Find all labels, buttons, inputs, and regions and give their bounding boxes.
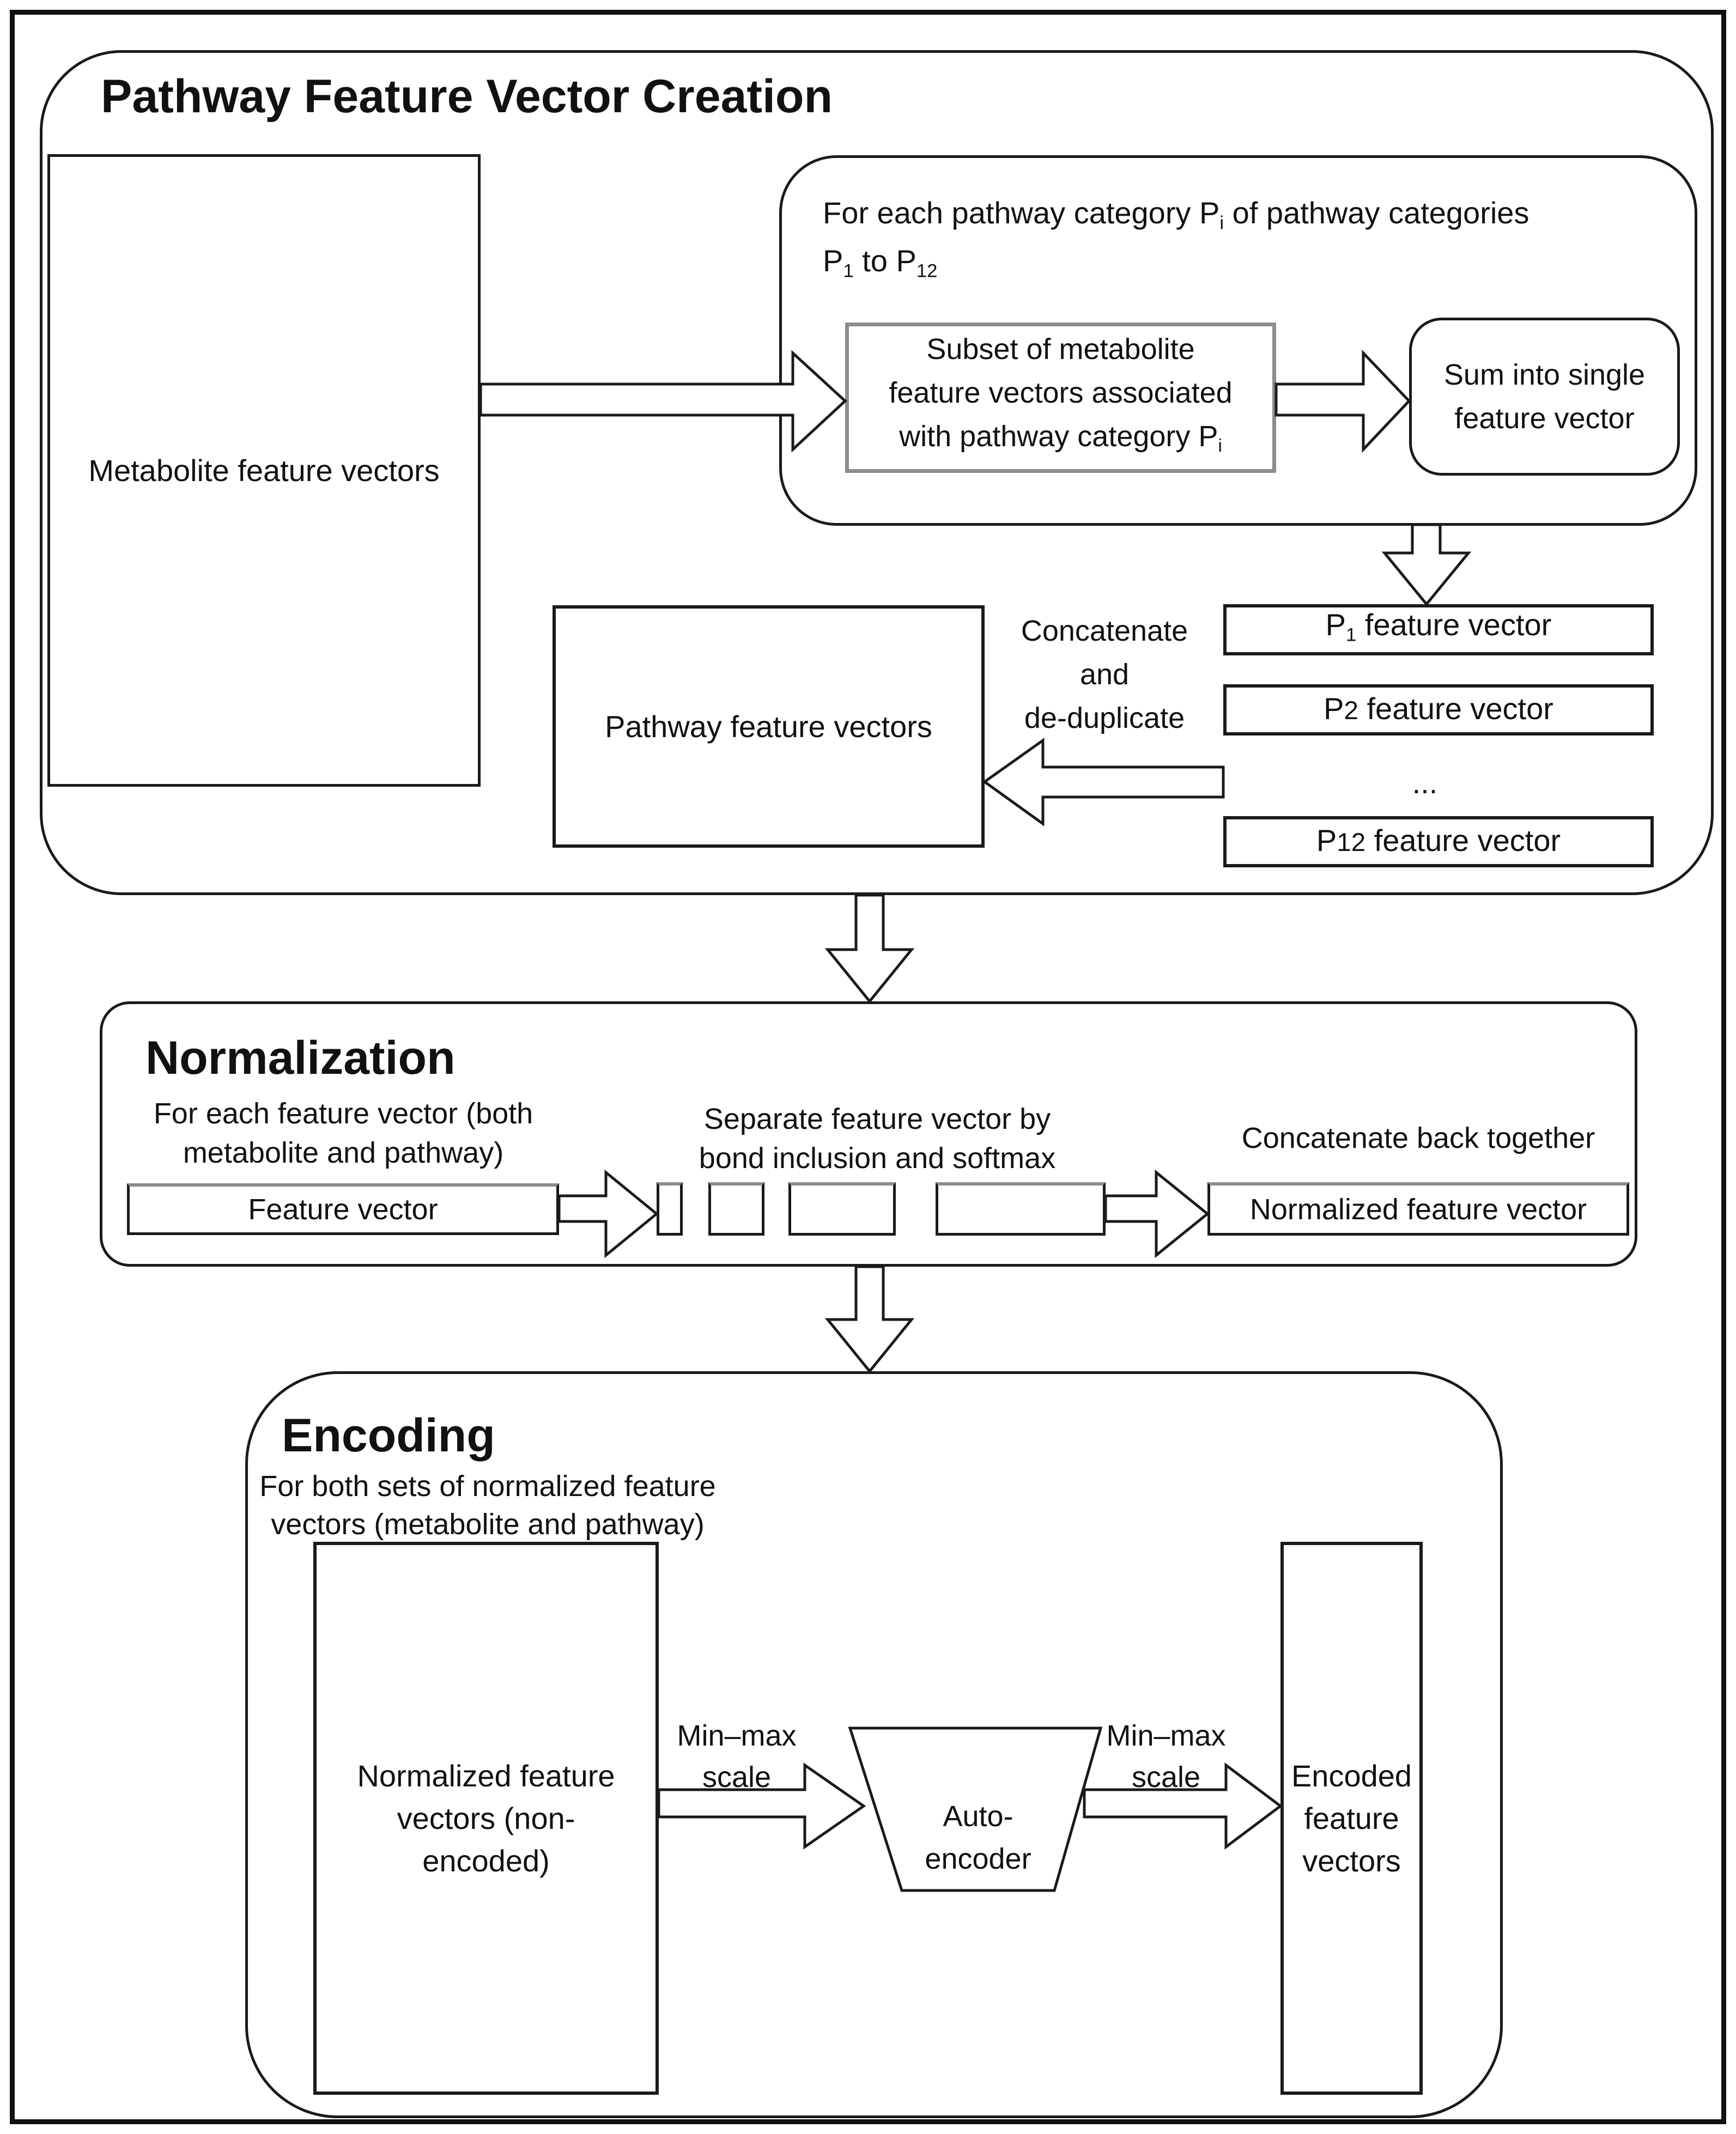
input-box-line2: vectors (non-	[397, 1801, 575, 1835]
arrow-autoencoder-to-output-icon	[1083, 1762, 1283, 1850]
encoded-vectors-output-box: Encoded feature vectors	[1280, 1542, 1423, 2095]
loop-header-line2: P1 to P12	[823, 240, 937, 292]
autoencoder-line1: Auto-	[943, 1800, 1013, 1833]
autoencoder-trapezoid	[848, 1726, 1103, 1892]
loop-header-line1: For each pathway category Pi of pathway …	[823, 192, 1529, 244]
normalization-right-header: Concatenate back together	[1241, 1122, 1595, 1154]
subset-line3-sub: i	[1218, 436, 1222, 457]
segment-box-1	[657, 1182, 683, 1236]
segment-box-2	[708, 1182, 764, 1236]
normalization-section-title: Normalization	[145, 1032, 456, 1084]
arrow-input-to-autoencoder-icon	[657, 1762, 866, 1850]
encoding-header-line2: vectors (metabolite and pathway)	[271, 1508, 705, 1541]
concatenate-deduplicate-label: Concatenate and de-duplicate	[990, 609, 1219, 740]
loop-header-line1-sub: i	[1219, 212, 1224, 234]
subset-line1: Subset of metabolite	[926, 332, 1195, 366]
loop-header-line2-sub1: 1	[843, 260, 854, 282]
minmax-scale-right-label: Min–max scale	[1073, 1715, 1259, 1798]
concat-line1: Concatenate	[1021, 615, 1188, 647]
p1-rest: feature vector	[1356, 607, 1552, 642]
loop-header-line1-post: of pathway categories	[1224, 196, 1529, 230]
sum-line2: feature vector	[1454, 402, 1635, 435]
p2-feature-vector-label: P2 feature vector	[1324, 688, 1553, 732]
metabolite-feature-vectors-box: Metabolite feature vectors	[47, 154, 481, 787]
p12-feature-vector-box: P12 feature vector	[1223, 816, 1654, 867]
sum-line1: Sum into single	[1443, 358, 1646, 391]
loop-header-line2-p: P	[823, 244, 843, 278]
sum-box: Sum into single feature vector	[1409, 318, 1680, 476]
concat-line3: de-duplicate	[1024, 702, 1185, 734]
normalized-feature-vector-box: Normalized feature vector	[1207, 1182, 1629, 1236]
p12-rest: feature vector	[1365, 823, 1561, 858]
loop-header-line2-sub2: 12	[916, 260, 938, 282]
segment-box-4	[936, 1182, 1106, 1236]
p-boxes-ellipsis: ...	[1412, 765, 1438, 800]
autoencoder-line2: encoder	[925, 1843, 1031, 1875]
p1-p: P	[1325, 607, 1346, 642]
minmax-right-line1: Min–max	[1106, 1719, 1226, 1752]
normalized-feature-vector-label: Normalized feature vector	[1249, 1193, 1587, 1226]
metabolite-feature-vectors-label: Metabolite feature vectors	[88, 453, 440, 488]
p2-num: 2	[1344, 696, 1358, 725]
normalization-left-header: For each feature vector (both metabolite…	[125, 1094, 561, 1172]
subset-line3: with pathway category Pi	[899, 415, 1222, 468]
normalization-middle-header: Separate feature vector by bond inclusio…	[632, 1099, 1122, 1178]
autoencoder-label: Auto- encoder	[896, 1795, 1060, 1880]
arrow-loop-down-icon	[1381, 523, 1472, 606]
encoding-header-line1: For both sets of normalized feature	[259, 1470, 716, 1503]
feature-vector-box: Feature vector	[127, 1183, 559, 1235]
p2-rest: feature vector	[1358, 691, 1553, 726]
p1-sub: 1	[1346, 624, 1357, 646]
output-box-line2: feature	[1304, 1801, 1399, 1835]
segment-box-3	[788, 1182, 896, 1236]
arrow-subset-to-sum-icon	[1274, 349, 1411, 453]
p12-num: 12	[1337, 828, 1366, 857]
minmax-right-line2: scale	[1131, 1761, 1201, 1793]
minmax-scale-left-label: Min–max scale	[644, 1715, 829, 1798]
arrow-metabolite-to-subset-icon	[479, 350, 847, 453]
p12-feature-vector-label: P12 feature vector	[1316, 819, 1561, 864]
p12-p: P	[1316, 823, 1337, 858]
encoding-header: For both sets of normalized feature vect…	[245, 1467, 730, 1543]
feature-vector-label: Feature vector	[248, 1193, 438, 1226]
pathway-feature-vectors-label: Pathway feature vectors	[605, 709, 932, 744]
figure-border	[10, 10, 1726, 2124]
p2-p: P	[1324, 691, 1344, 726]
encoding-section-title: Encoding	[282, 1409, 495, 1462]
norm-left-header-line1: For each feature vector (both	[153, 1097, 533, 1130]
concat-line2: and	[1079, 658, 1130, 691]
subset-box: Subset of metabolite feature vectors ass…	[845, 323, 1276, 473]
pathway-section-title: Pathway Feature Vector Creation	[101, 70, 833, 123]
input-box-line3: encoded)	[422, 1843, 550, 1878]
arrow-feature-vector-right-icon	[557, 1169, 659, 1258]
loop-header-line1-pre: For each pathway category P	[823, 196, 1220, 230]
norm-middle-header-line2: bond inclusion and softmax	[699, 1142, 1056, 1175]
normalized-vectors-input-box: Normalized feature vectors (non- encoded…	[313, 1542, 659, 2095]
loop-header-line2-mid: to P	[853, 244, 916, 278]
subset-line2: feature vectors associated	[889, 376, 1233, 409]
pathway-feature-vectors-box: Pathway feature vectors	[553, 605, 985, 848]
output-box-line3: vectors	[1302, 1843, 1401, 1878]
norm-left-header-line2: metabolite and pathway)	[183, 1136, 504, 1169]
arrow-pboxes-to-pathway-left-icon	[982, 738, 1225, 826]
output-box-line1: Encoded	[1291, 1758, 1412, 1793]
minmax-left-line1: Min–max	[677, 1719, 797, 1752]
minmax-left-line2: scale	[702, 1761, 772, 1793]
arrow-segments-right-icon	[1104, 1169, 1210, 1258]
input-box-line1: Normalized feature	[357, 1758, 615, 1793]
arrow-section1-down-icon	[824, 893, 915, 1004]
p2-feature-vector-box: P2 feature vector	[1223, 684, 1654, 735]
subset-line3-pre: with pathway category P	[899, 419, 1218, 453]
p1-feature-vector-label: P1 feature vector	[1326, 604, 1552, 656]
arrow-normalization-down-icon	[824, 1265, 915, 1373]
p1-feature-vector-box: P1 feature vector	[1223, 604, 1654, 655]
norm-middle-header-line1: Separate feature vector by	[703, 1103, 1051, 1135]
